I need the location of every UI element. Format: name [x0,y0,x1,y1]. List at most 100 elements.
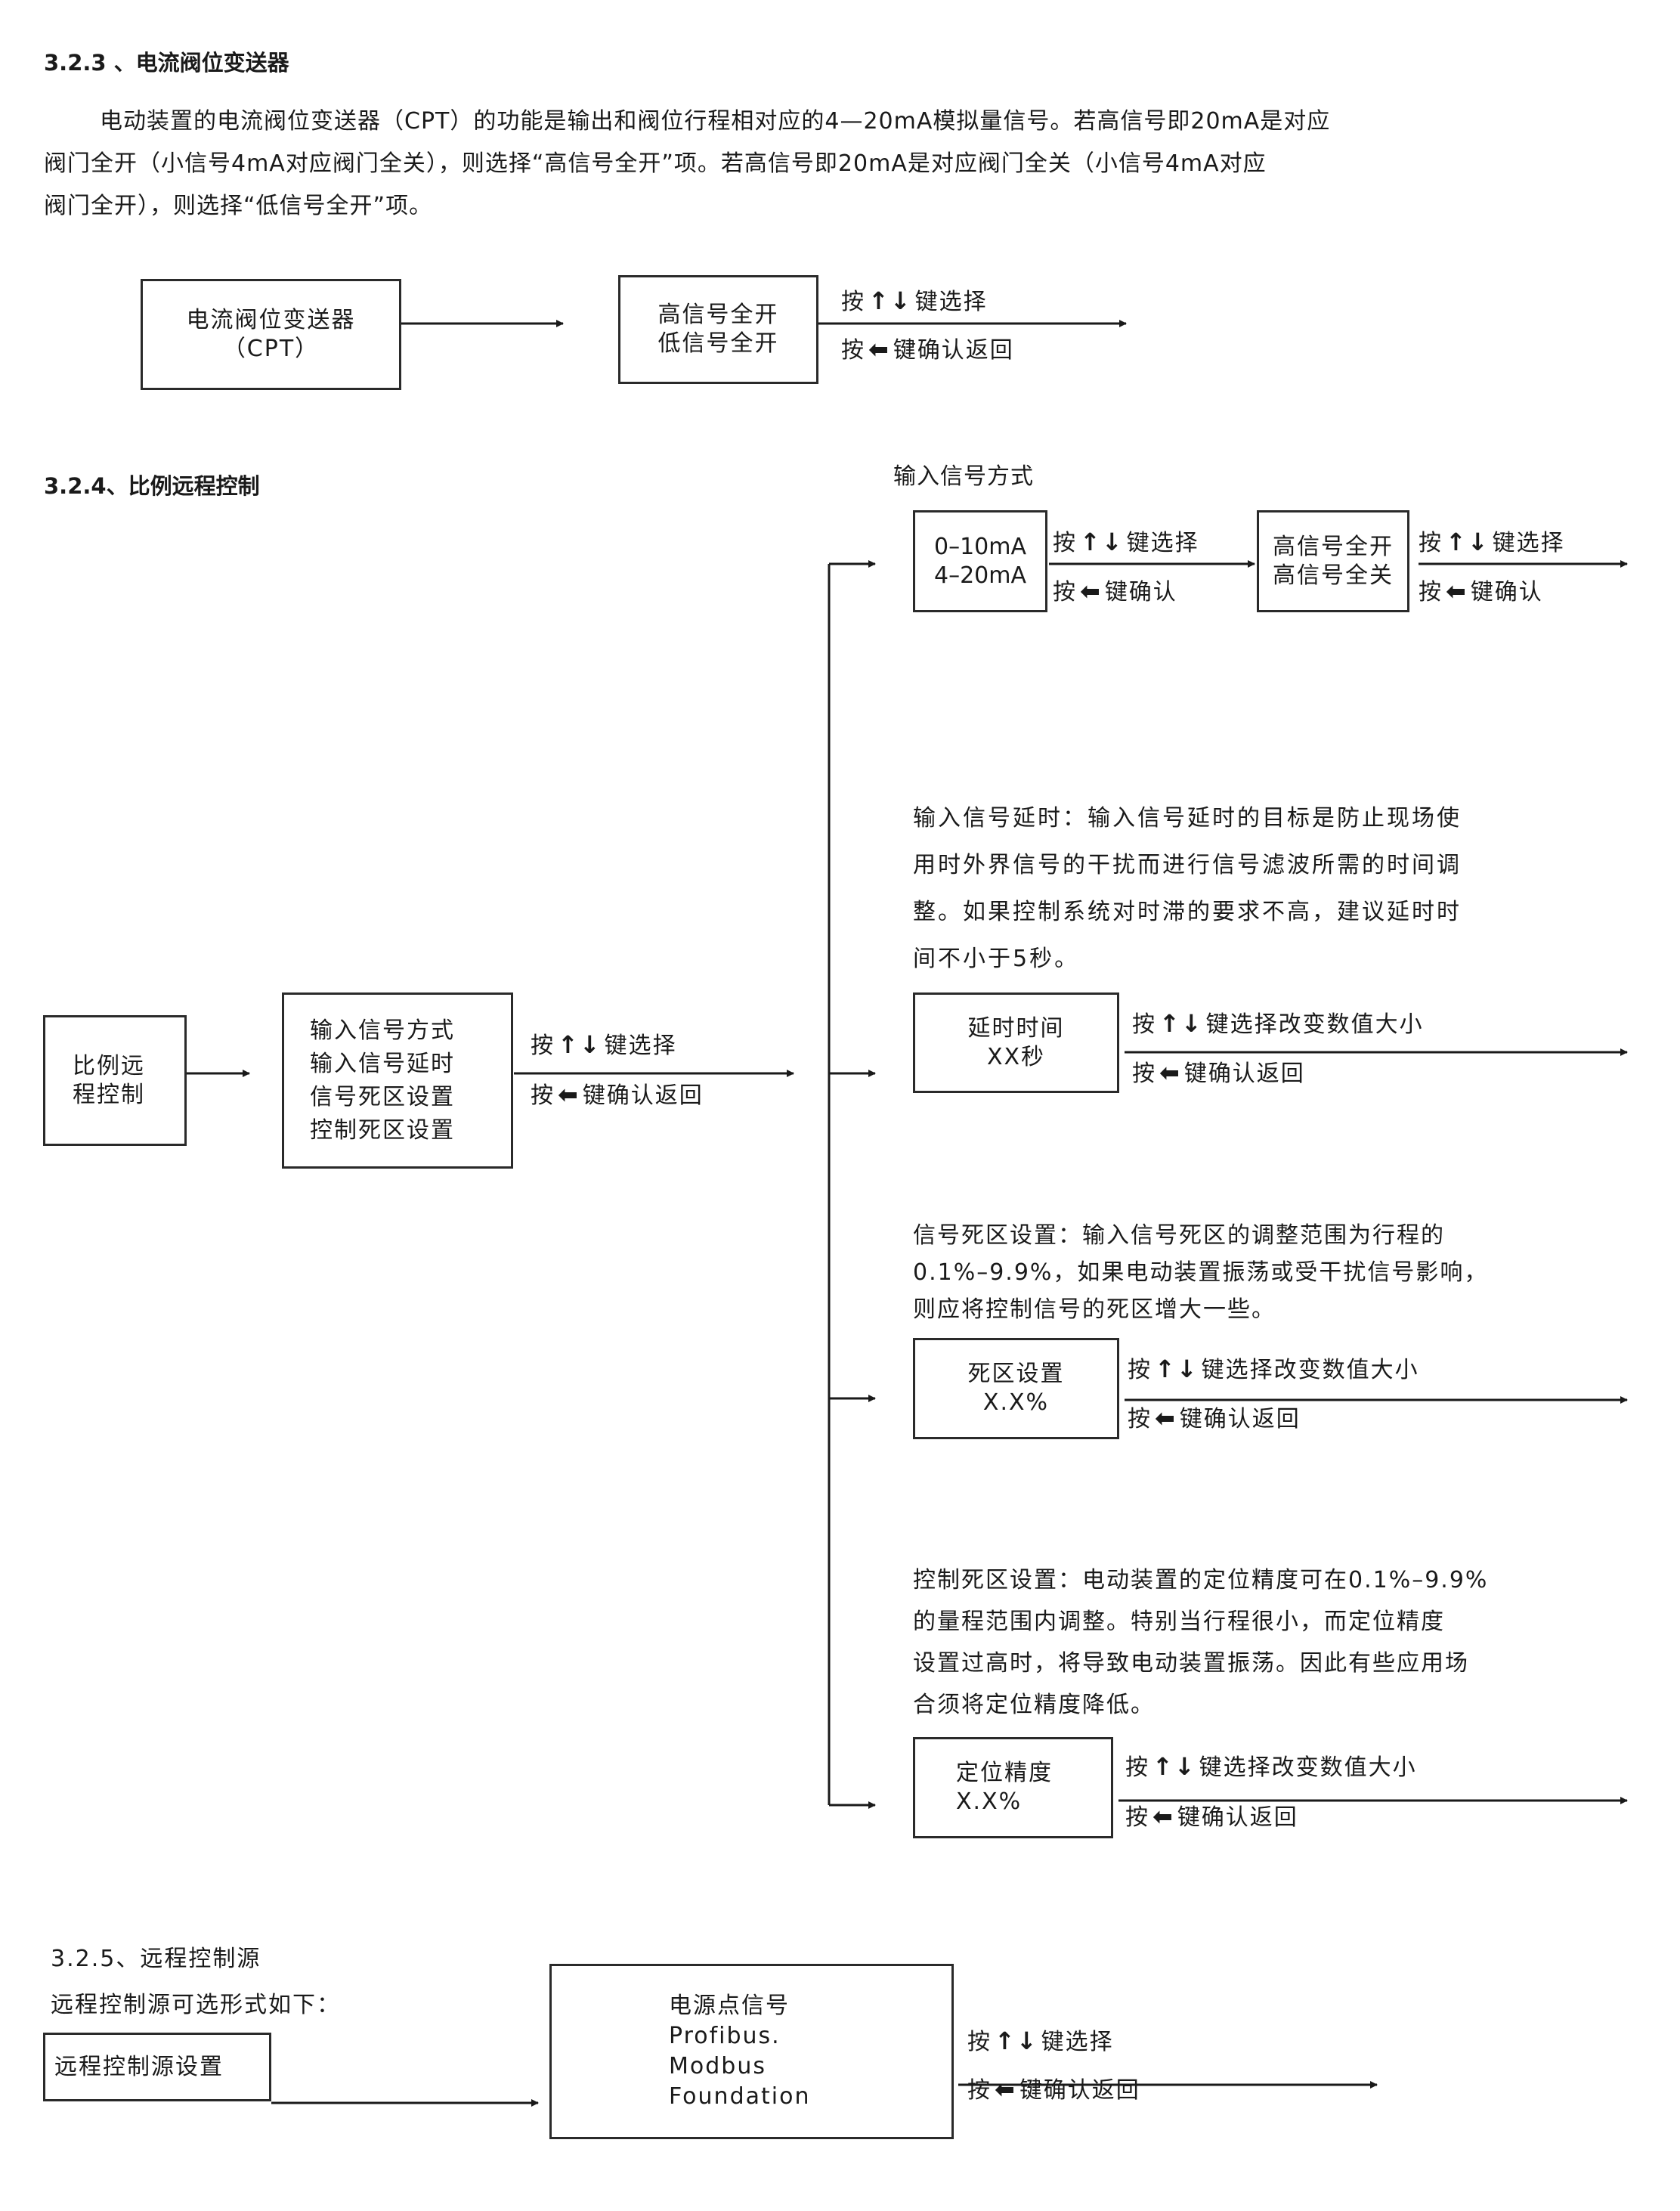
input-mode-box[interactable]: 0–10mA 4–20mA [913,510,1047,612]
press-label: 按 [841,337,865,364]
hint-confirm-323: 按⬅键确认返回 [841,331,1014,364]
hint-select-delay: 按↑↓键选择改变数值大小 [1132,1005,1424,1039]
delay-description: 输入信号延时：输入信号延时的目标是防止现场使 用时外界信号的干扰而进行信号滤波所… [913,795,1462,983]
cpt-box-line-1: 电流阀位变送器 [186,306,356,333]
cpt-box[interactable]: 电流阀位变送器 （CPT） [141,279,401,390]
main-box-line-1: 比例远 [73,1052,145,1079]
select-label: 键选择 [914,289,988,315]
proportional-remote-control-box[interactable]: 比例远 程控制 [43,1015,187,1146]
hint-confirm-delay: 按⬅键确认返回 [1132,1054,1305,1088]
up-down-arrow-icon: ↑↓ [1152,1752,1196,1781]
up-down-arrow-icon: ↑↓ [1155,1355,1199,1383]
back-arrow-icon: ⬅ [1159,1058,1181,1087]
mode-4-20ma: 4–20mA [933,562,1026,589]
press-label: 按 [1125,1754,1149,1781]
proportional-menu-box[interactable]: 输入信号方式 输入信号延时 信号死区设置 控制死区设置 [282,992,513,1169]
deadband-setting-box[interactable]: 死区设置 X.X% [913,1338,1119,1439]
hint-confirm-level: 按⬅键确认 [1419,573,1543,606]
option-low-open: 低信号全开 [657,330,779,357]
up-down-arrow-icon: ↑↓ [995,2027,1038,2055]
press-label: 按 [531,1033,555,1059]
positioning-precision-box[interactable]: 定位精度 X.X% [913,1737,1113,1838]
hint-confirm-325: 按⬅键确认返回 [967,2071,1140,2104]
option-high-open: 高信号全开 [657,302,779,328]
section-heading-324: 3.2.4、比例远程控制 [44,473,260,499]
menu-item-input-mode: 输入信号方式 [310,1017,455,1044]
deadband-label: 死区设置 [967,1361,1065,1387]
select-label: 键选择 [1492,530,1565,556]
hint-select-level: 按↑↓键选择 [1419,524,1565,557]
press-label: 按 [967,2029,992,2055]
select-label: 键选择 [1126,530,1199,556]
delay-time-box[interactable]: 延时时间 XX秒 [913,992,1119,1093]
confirm-return-label: 键确认返回 [1019,2077,1140,2104]
confirm-return-label: 键确认返回 [893,337,1014,364]
back-arrow-icon: ⬅ [1152,1802,1174,1831]
cpt-signal-options-box[interactable]: 高信号全开 低信号全开 [618,275,818,384]
hint-confirm-deadband: 按⬅键确认返回 [1128,1400,1301,1433]
deadband-description: 信号死区设置：输入信号死区的调整范围为行程的 0.1%–9.9%，如果电动装置振… [913,1217,1488,1328]
section-heading-325: 3.2.5、远程控制源 [51,1946,261,1972]
confirm-return-label: 键确认返回 [1177,1804,1298,1831]
press-label: 按 [531,1082,555,1109]
delay-time-value: XX秒 [986,1043,1046,1070]
press-label: 按 [967,2077,992,2104]
press-label: 按 [1419,579,1443,605]
back-arrow-icon: ⬅ [1446,577,1468,605]
hint-select-precision: 按↑↓键选择改变数值大小 [1125,1748,1417,1782]
option-power-signal: 电源点信号 [669,1993,790,2019]
confirm-label: 键确认 [1470,579,1543,605]
control-description-line-4: 合须将定位精度降低。 [913,1692,1155,1718]
confirm-return-label: 键确认返回 [582,1082,704,1109]
confirm-return-label: 键确认返回 [1179,1406,1301,1432]
remote-source-box[interactable]: 远程控制源设置 [43,2033,271,2101]
menu-item-input-delay: 输入信号延时 [310,1050,455,1077]
deadband-value: X.X% [982,1389,1050,1416]
back-arrow-icon: ⬅ [1080,577,1102,605]
up-down-arrow-icon: ↑↓ [1080,528,1124,556]
cpt-description-line-3: 阀门全开），则选择“低信号全开”项。 [44,193,433,219]
delay-description-line-1: 输入信号延时：输入信号延时的目标是防止现场使 [913,805,1462,831]
delay-description-line-3: 整。如果控制系统对时滞的要求不高，建议延时时 [913,899,1462,925]
hint-select-323: 按↑↓键选择 [841,283,988,316]
option-foundation: Foundation [669,2083,811,2110]
remote-source-options-box[interactable]: 电源点信号 Profibus. Modbus Foundation [549,1964,954,2139]
level-high-close: 高信号全关 [1273,562,1394,589]
menu-item-signal-deadband: 信号死区设置 [310,1083,455,1110]
precision-value: X.X% [956,1788,1023,1815]
cpt-description-line-1: 电动装置的电流阀位变送器（CPT）的功能是输出和阀位行程相对应的4—20mA模拟… [100,108,1331,135]
hint-select-menu: 按↑↓键选择 [531,1027,677,1060]
hint-confirm-precision: 按⬅键确认返回 [1125,1798,1298,1832]
option-modbus: Modbus [669,2053,766,2079]
select-change-label: 键选择改变数值大小 [1205,1011,1424,1038]
remote-source-label: 远程控制源设置 [54,2053,224,2080]
up-down-arrow-icon: ↑↓ [1159,1009,1203,1038]
control-description-line-3: 设置过高时，将导致电动装置振荡。因此有些应用场 [913,1650,1469,1677]
press-label: 按 [1132,1061,1156,1087]
delay-description-line-4: 间不小于5秒。 [913,946,1080,972]
select-change-label: 键选择改变数值大小 [1199,1754,1417,1781]
hint-select-325: 按↑↓键选择 [967,2023,1114,2056]
up-down-arrow-icon: ↑↓ [558,1030,602,1059]
menu-item-control-deadband: 控制死区设置 [310,1116,455,1144]
press-label: 按 [1053,579,1077,605]
back-arrow-icon: ⬅ [868,335,890,364]
hint-select-deadband: 按↑↓键选择改变数值大小 [1128,1351,1419,1384]
confirm-return-label: 键确认返回 [1183,1061,1305,1087]
hint-select-mode: 按↑↓键选择 [1053,524,1199,557]
control-description-line-2: 的量程范围内调整。特别当行程很小，而定位精度 [913,1609,1445,1635]
back-arrow-icon: ⬅ [995,2075,1016,2104]
press-label: 按 [1053,530,1077,556]
deadband-description-line-2: 0.1%–9.9%，如果电动装置振荡或受干扰信号影响， [913,1259,1489,1286]
deadband-description-line-1: 信号死区设置：输入信号死区的调整范围为行程的 [913,1222,1445,1249]
level-high-open: 高信号全开 [1273,533,1394,560]
section-heading-323: 3.2.3 、电流阀位变送器 [44,50,289,76]
deadband-description-line-3: 则应将控制信号的死区增大一些。 [913,1296,1276,1323]
signal-level-box[interactable]: 高信号全开 高信号全关 [1257,510,1409,612]
input-mode-title: 输入信号方式 [893,463,1034,490]
back-arrow-icon: ⬅ [1155,1404,1177,1432]
press-label: 按 [1132,1011,1156,1038]
press-label: 按 [841,289,865,315]
press-label: 按 [1419,530,1443,556]
